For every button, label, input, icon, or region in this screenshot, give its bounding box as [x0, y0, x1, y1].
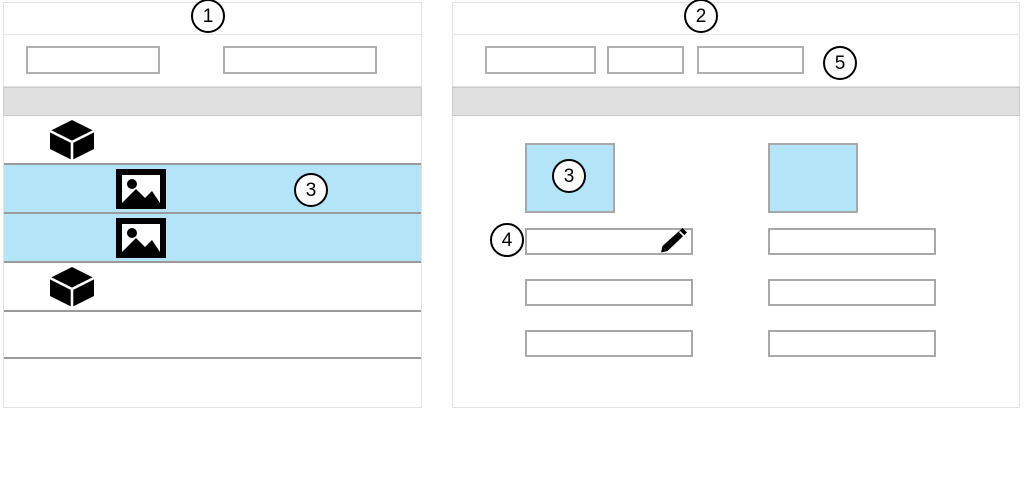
list-column-header[interactable]	[3, 87, 422, 116]
field-right-2[interactable]	[768, 279, 936, 306]
list-toolbar-box-1[interactable]	[26, 46, 160, 74]
thumbnail-2[interactable]	[768, 143, 858, 213]
field-right-1[interactable]	[768, 228, 936, 255]
table-row[interactable]	[4, 263, 421, 312]
callout-3-thumbnail: 3	[552, 159, 586, 193]
detail-toolbar-box-1[interactable]	[485, 46, 596, 74]
list-toolbar-box-2[interactable]	[223, 46, 377, 74]
callout-3-thumbnail-label: 3	[563, 165, 575, 187]
pencil-icon[interactable]	[655, 226, 689, 258]
field-left-2[interactable]	[525, 279, 693, 306]
picture-icon	[114, 167, 168, 211]
callout-3-list-label: 3	[305, 179, 317, 201]
callout-4-label: 4	[501, 229, 513, 251]
list-panel-toolbar	[3, 35, 422, 87]
callout-1-label: 1	[202, 5, 214, 27]
list-panel-body	[3, 116, 422, 408]
callout-5: 5	[823, 46, 857, 80]
cube-icon	[48, 118, 96, 162]
detail-panel	[452, 2, 1020, 408]
field-left-1[interactable]	[525, 226, 693, 258]
list-panel	[3, 2, 422, 408]
field-left-3[interactable]	[525, 330, 693, 357]
field-right-3[interactable]	[768, 330, 936, 357]
detail-panel-body	[452, 116, 1020, 408]
picture-icon	[114, 216, 168, 260]
callout-3-list: 3	[294, 173, 328, 207]
detail-toolbar-box-2[interactable]	[607, 46, 684, 74]
table-row[interactable]	[4, 214, 421, 263]
table-row[interactable]	[4, 116, 421, 165]
callout-4: 4	[490, 223, 524, 257]
detail-panel-toolbar	[452, 35, 1020, 87]
detail-column-header[interactable]	[452, 87, 1020, 116]
callout-1: 1	[191, 0, 225, 33]
detail-toolbar-box-3[interactable]	[697, 46, 804, 74]
callout-2: 2	[684, 0, 718, 33]
callout-5-label: 5	[834, 52, 846, 74]
table-row[interactable]	[4, 359, 421, 406]
cube-icon	[48, 265, 96, 309]
table-row[interactable]	[4, 165, 421, 214]
table-row[interactable]	[4, 312, 421, 359]
detail-panel-titlebar	[452, 2, 1020, 35]
callout-2-label: 2	[695, 5, 707, 27]
